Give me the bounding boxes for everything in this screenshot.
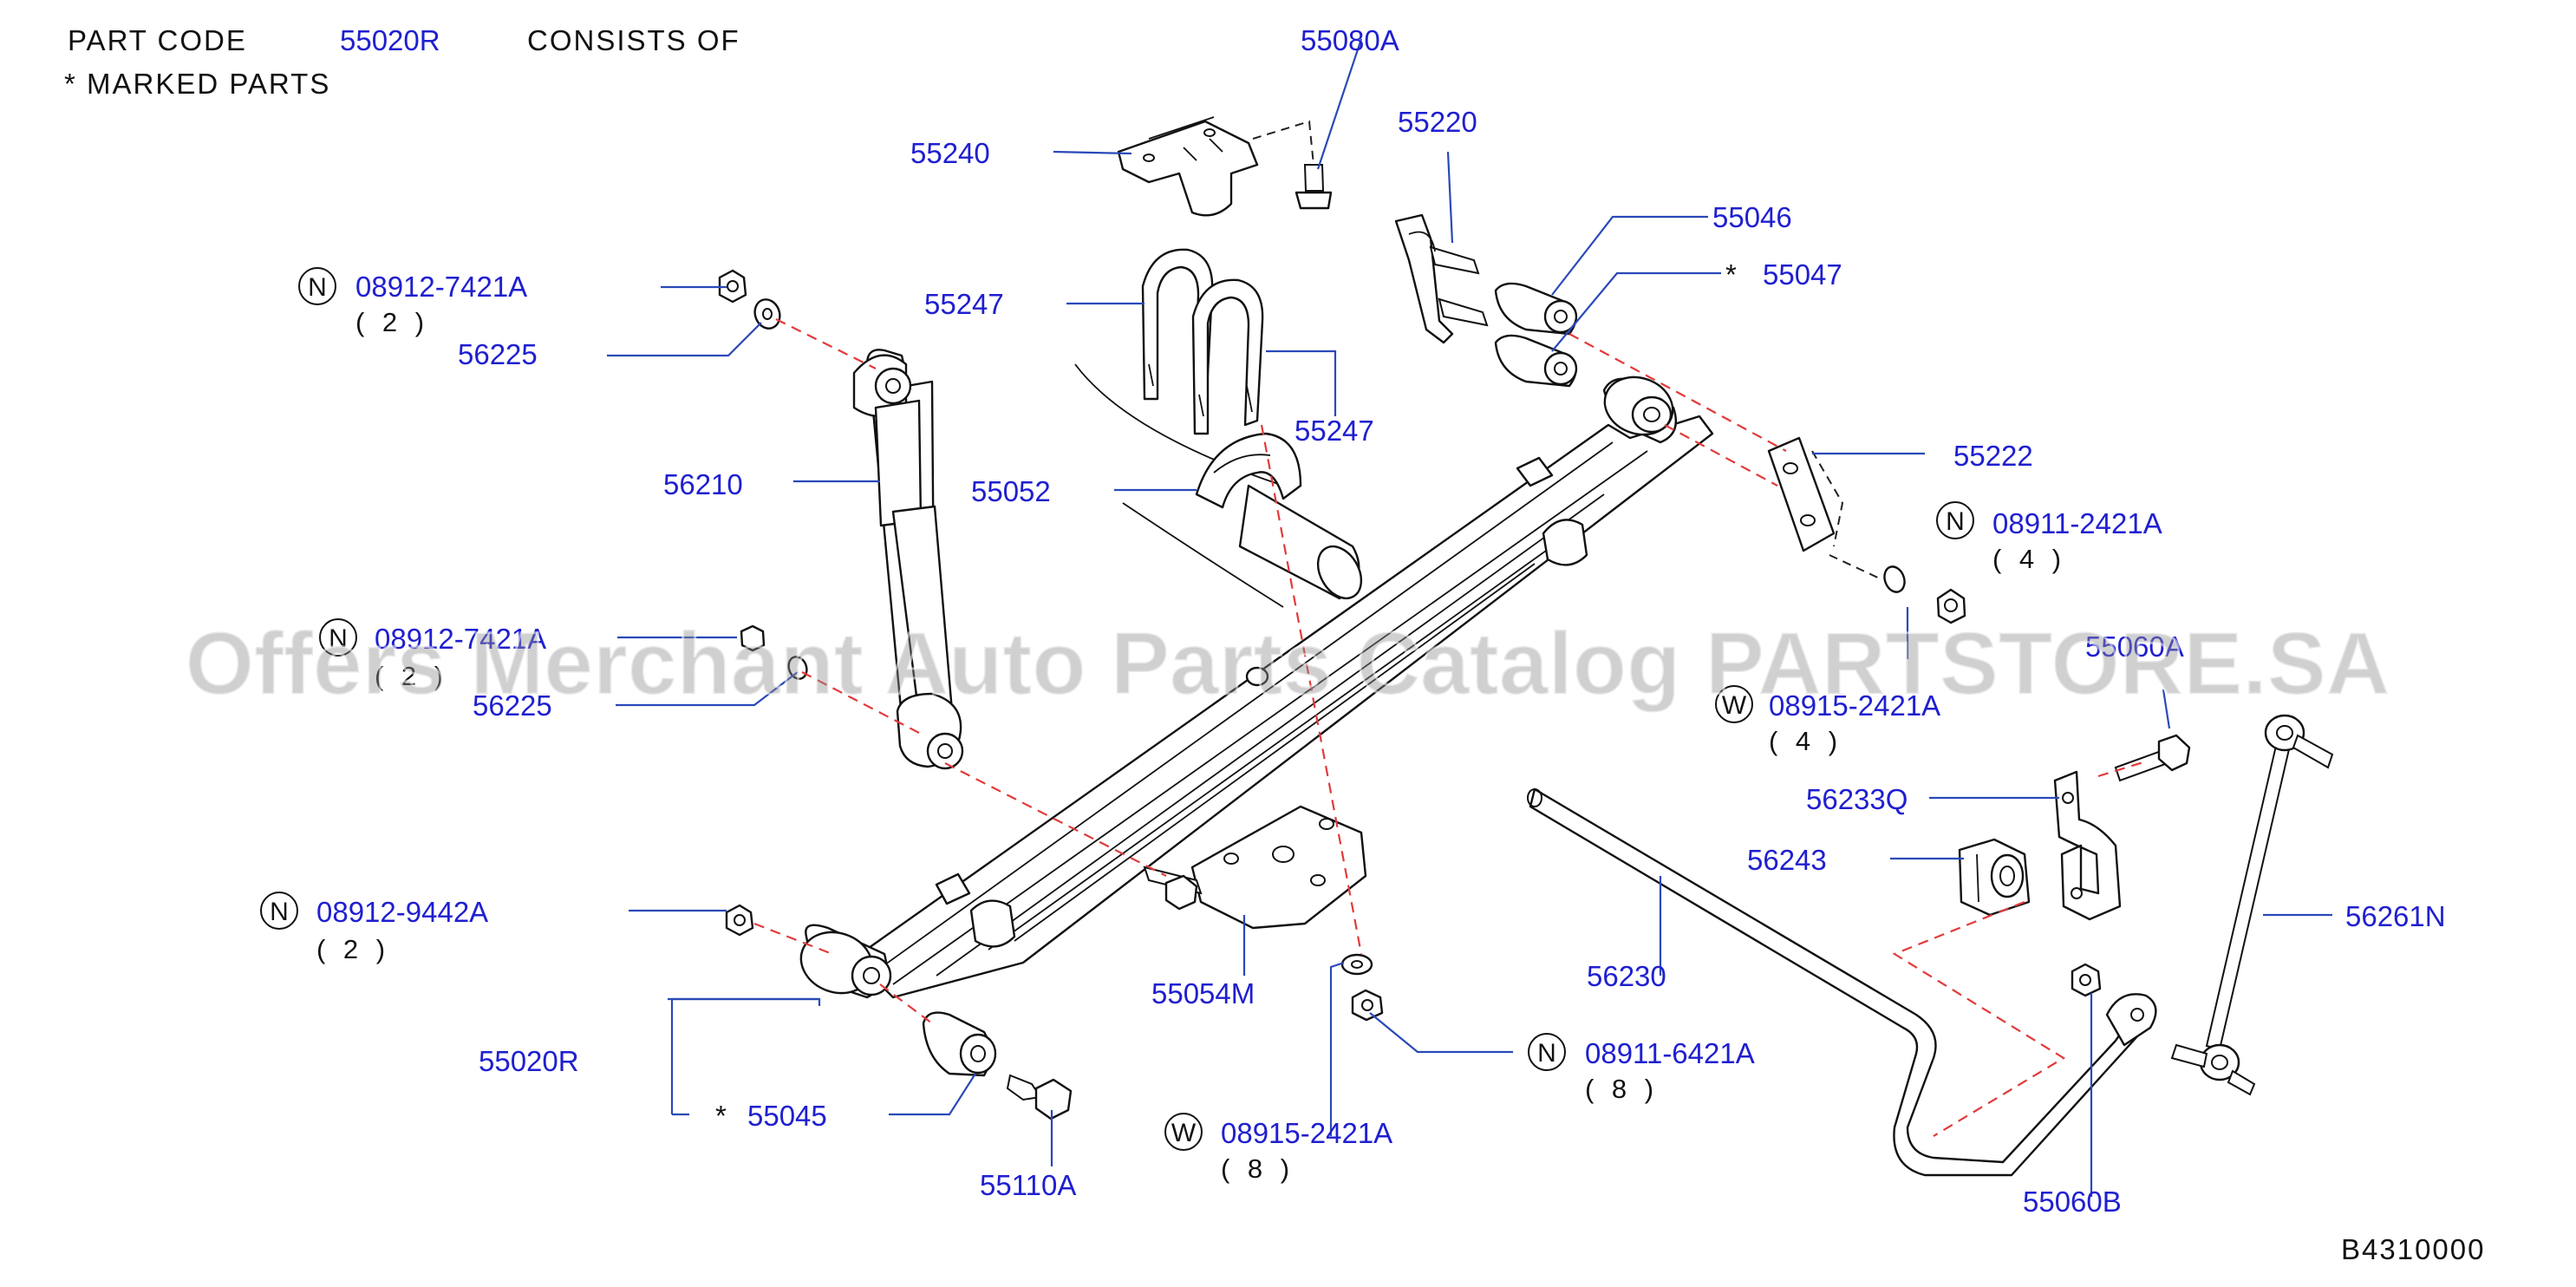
label-56243[interactable]: 56243 <box>1747 844 1827 876</box>
bolt-55110A-drawing <box>1006 1074 1073 1120</box>
qty-08912-7421A-mid: ( 2 ) <box>375 661 448 691</box>
label-56225-mid[interactable]: 56225 <box>473 689 552 722</box>
qty-08915-2421A-bottom: ( 8 ) <box>1221 1153 1295 1184</box>
svg-text:N: N <box>1537 1039 1556 1068</box>
label-56233Q[interactable]: 56233Q <box>1806 783 1908 815</box>
label-08911-6421A[interactable]: 08911-6421A <box>1585 1037 1755 1069</box>
label-55054M[interactable]: 55054M <box>1151 977 1255 1009</box>
bushing-55045-drawing <box>922 1011 997 1077</box>
svg-text:W: W <box>1722 691 1747 720</box>
label-55020R[interactable]: 55020R <box>479 1045 579 1077</box>
label-56225-top[interactable]: 56225 <box>458 338 538 370</box>
svg-text:W: W <box>1171 1119 1197 1147</box>
qty-08912-7421A-top: ( 2 ) <box>355 307 429 337</box>
bushing-56243-drawing <box>1958 838 2031 917</box>
bracket-55240-drawing <box>1117 116 1259 217</box>
u-bolt-right-drawing <box>1191 278 1264 435</box>
header-part-code-text: PART CODE <box>68 24 247 56</box>
nut-55060B-drawing <box>2071 963 2102 997</box>
washer-56225-mid-drawing <box>787 656 808 680</box>
washer-08915-right-drawing <box>1883 565 1906 593</box>
header-consists-of-text: CONSISTS OF <box>527 24 740 56</box>
bolt-55080A-drawing <box>1295 164 1333 210</box>
label-08915-2421A-bottom[interactable]: 08915-2421A <box>1221 1117 1392 1149</box>
header-marked-parts-text: * MARKED PARTS <box>64 68 330 100</box>
svg-text:N: N <box>270 898 289 926</box>
label-56261N[interactable]: 56261N <box>2345 900 2446 932</box>
assembly-lines <box>753 120 2147 1137</box>
label-08912-7421A-mid[interactable]: 08912-7421A <box>375 623 546 655</box>
label-08912-7421A-top[interactable]: 08912-7421A <box>355 271 527 303</box>
qty-08911-2421A: ( 4 ) <box>1992 544 2066 574</box>
washer-symbol-08915-2421A-bottom: W <box>1164 1113 1203 1151</box>
nut-08911-6421A-drawing <box>1351 989 1384 1022</box>
washer-symbol-08915-2421A-right: W <box>1715 685 1753 723</box>
nut-08911-2421A-drawing <box>1936 588 1966 624</box>
label-55080A[interactable]: 55080A <box>1301 24 1399 56</box>
shackle-55220-drawing <box>1394 213 1489 344</box>
svg-text:N: N <box>1946 507 1965 536</box>
leader-lines <box>607 38 2332 1197</box>
nut-symbol-08912-7421A-top: N <box>298 267 336 305</box>
label-55247-right[interactable]: 55247 <box>1295 415 1374 447</box>
label-55110A[interactable]: 55110A <box>980 1169 1076 1201</box>
label-56210[interactable]: 56210 <box>663 468 743 500</box>
washer-56225-top-drawing <box>753 298 781 330</box>
label-55247-left[interactable]: 55247 <box>924 288 1004 320</box>
part-labels: 55080A 55240 55220 55046 * 55047 08912-7… <box>316 24 2446 1218</box>
label-55052[interactable]: 55052 <box>971 475 1051 507</box>
symbol-circles: N N N W N N W <box>260 267 1974 1151</box>
label-08915-2421A-right[interactable]: 08915-2421A <box>1769 689 1940 722</box>
svg-text:N: N <box>308 273 327 302</box>
clamp-56233Q-drawing <box>2053 770 2122 921</box>
label-55240[interactable]: 55240 <box>910 137 990 169</box>
qty-08915-2421A-right: ( 4 ) <box>1769 726 1842 756</box>
bushing-55046-drawing <box>1494 282 1578 336</box>
watermark-text: Offers Merchant Auto Parts Catalog PARTS… <box>186 614 2390 713</box>
stabilizer-link-drawing <box>2170 714 2334 1096</box>
label-55047-star: * <box>1725 258 1738 291</box>
nut-08912-9442A-drawing <box>725 904 754 937</box>
leaf-spring-drawing <box>799 376 1714 999</box>
nut-08912-7421A-mid-drawing <box>740 624 766 652</box>
nut-symbol-08912-7421A-mid: N <box>319 618 357 657</box>
nut-symbol-08912-9442A: N <box>260 892 298 930</box>
spring-seat-drawing <box>1195 432 1302 509</box>
label-55046[interactable]: 55046 <box>1712 201 1792 233</box>
shackle-plate-55222-drawing <box>1767 436 1844 552</box>
header-part-code-link[interactable]: 55020R <box>340 24 440 56</box>
label-08912-9442A[interactable]: 08912-9442A <box>316 896 488 928</box>
stabilizer-bar-drawing <box>1527 787 2157 1177</box>
qty-08912-9442A: ( 2 ) <box>316 934 390 964</box>
nut-symbol-08911-6421A: N <box>1528 1033 1566 1071</box>
label-55045[interactable]: 55045 <box>747 1100 827 1132</box>
label-55220[interactable]: 55220 <box>1398 106 1477 138</box>
bolt-55060A-drawing <box>2114 734 2191 782</box>
nut-symbol-08911-2421A: N <box>1936 501 1974 539</box>
label-56230[interactable]: 56230 <box>1587 960 1666 992</box>
shock-absorber-drawing <box>852 349 964 770</box>
bushing-55047-drawing <box>1494 334 1578 388</box>
qty-08911-6421A: ( 8 ) <box>1585 1074 1659 1104</box>
washer-08915-bottom-drawing <box>1340 953 1373 976</box>
axle-tube-drawing <box>1074 363 1363 608</box>
label-55045-star: * <box>715 1100 728 1132</box>
label-55222[interactable]: 55222 <box>1953 440 2033 472</box>
figure-code: B4310000 <box>2341 1233 2485 1265</box>
label-08911-2421A[interactable]: 08911-2421A <box>1992 507 2162 539</box>
svg-text:N: N <box>329 624 348 653</box>
label-55060B[interactable]: 55060B <box>2023 1186 2122 1218</box>
header: PART CODE 55020R CONSISTS OF * MARKED PA… <box>64 24 740 100</box>
label-55047[interactable]: 55047 <box>1763 258 1842 291</box>
u-bolt-plate-55054M-drawing <box>1143 805 1367 930</box>
label-55060A[interactable]: 55060A <box>2085 630 2184 663</box>
nut-08912-7421A-top-drawing <box>718 269 747 304</box>
